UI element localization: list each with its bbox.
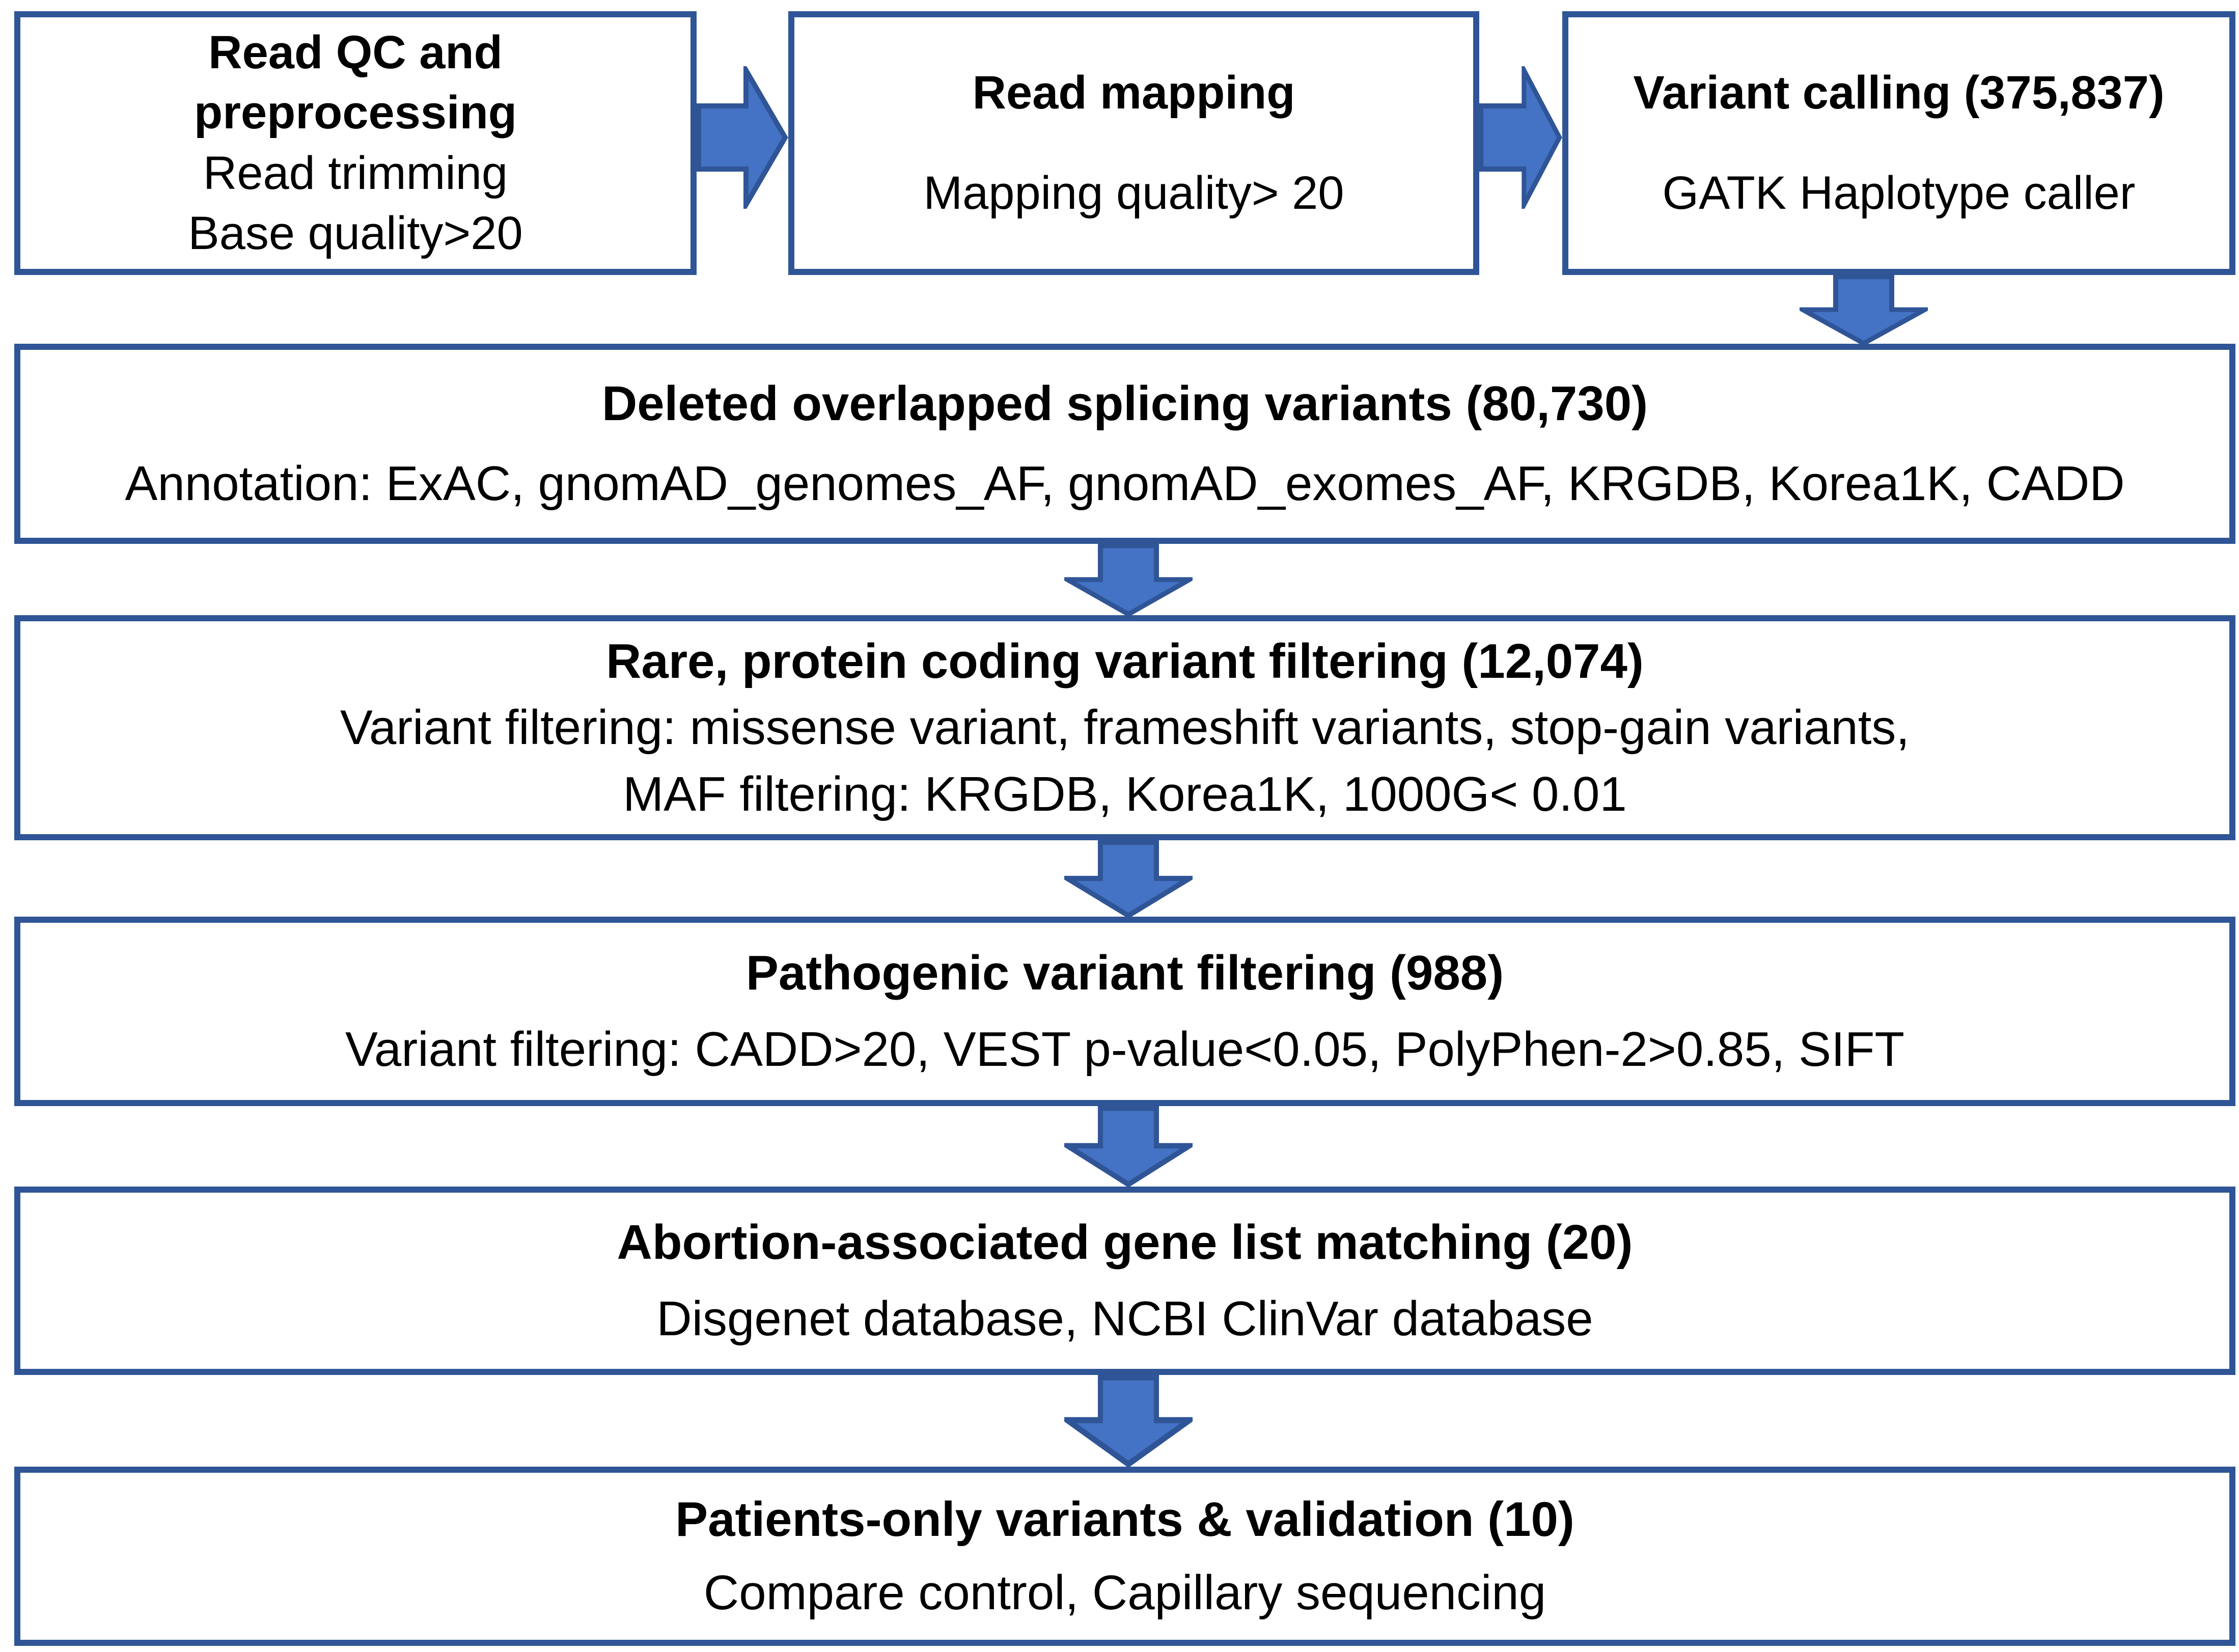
box-patients-only-variants-validation: Patients-only variants & validation (10)… [14, 1467, 2235, 1646]
box-abortion-associated-gene-list-matching: Abortion-associated gene list matching (… [14, 1187, 2235, 1375]
box-title-line: Abortion-associated gene list matching (… [617, 1215, 1633, 1270]
box-body-line: Read trimming [203, 147, 508, 199]
box-title-line: Deleted overlapped splicing variants (80… [601, 376, 1648, 431]
box-body-line: Compare control, Capillary sequencing [703, 1565, 1546, 1620]
right-arrow-icon [1479, 66, 1562, 209]
box-title-line: Pathogenic variant filtering (988) [745, 945, 1504, 1000]
right-arrow-icon [697, 66, 788, 209]
down-arrow-icon [1064, 1375, 1193, 1467]
box-body-line: GATK Haplotype caller [1662, 167, 2136, 219]
box-body-line: MAF filtering: KRGDB, Korea1K, 1000G< 0.… [623, 766, 1627, 821]
box-title-line: Variant calling (375,837) [1633, 66, 2165, 119]
box-body-line: Mapping quality> 20 [923, 167, 1344, 219]
box-title-line: Patients-only variants & validation (10) [675, 1492, 1574, 1547]
box-title-line: Read mapping [972, 66, 1295, 119]
box-title-line: Rare, protein coding variant filtering (… [606, 634, 1644, 689]
box-body-line: Disgenet database, NCBI ClinVar database [656, 1291, 1593, 1346]
box-body-line: Variant filtering: missense variant, fra… [340, 700, 1910, 755]
down-arrow-icon [1064, 544, 1193, 616]
box-body-line: Annotation: ExAC, gnomAD_genomes_AF, gno… [125, 456, 2125, 511]
box-title-line: preprocessing [194, 87, 517, 139]
box-body-line: Variant filtering: CADD>20, VEST p-value… [345, 1022, 1905, 1077]
down-arrow-icon [1064, 840, 1193, 918]
box-read-qc-preprocessing: Read QC and preprocessing Read trimming … [14, 11, 697, 275]
box-read-mapping: Read mapping Mapping quality> 20 [788, 11, 1479, 275]
box-variant-calling: Variant calling (375,837) GATK Haplotype… [1562, 11, 2235, 275]
box-pathogenic-variant-filtering: Pathogenic variant filtering (988) Varia… [14, 917, 2235, 1106]
down-arrow-icon [1064, 1106, 1193, 1187]
down-arrow-icon [1800, 275, 1928, 345]
box-deleted-overlapped-splicing-variants: Deleted overlapped splicing variants (80… [14, 344, 2235, 544]
box-body-line: Base quality>20 [188, 207, 523, 260]
box-rare-protein-coding-variant-filtering: Rare, protein coding variant filtering (… [14, 615, 2235, 840]
box-title-line: Read QC and [208, 26, 503, 78]
